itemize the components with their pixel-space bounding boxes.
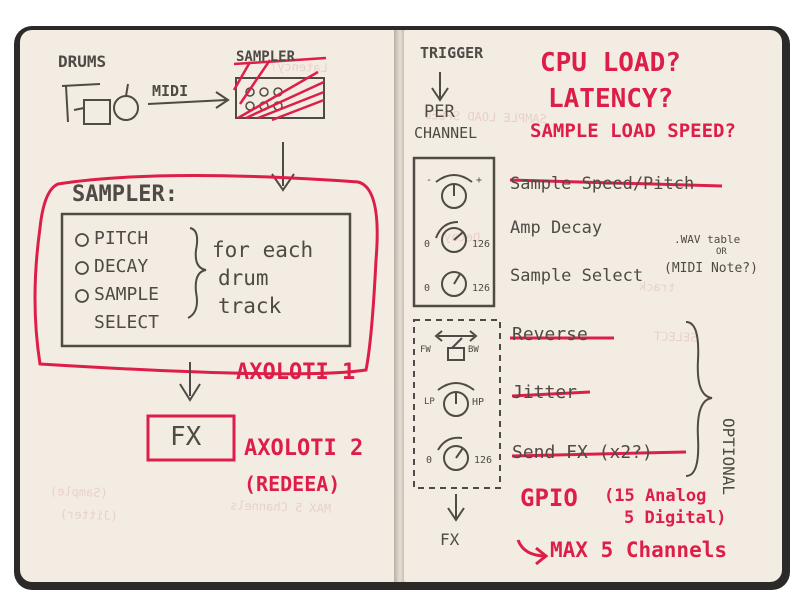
wav-table-label: .WAV table — [674, 233, 741, 246]
knob-1-min: - — [426, 175, 433, 186]
gpio-label: GPIO — [520, 484, 578, 512]
binding-gutter — [394, 30, 406, 582]
midi-note-label: (MIDI Note?) — [664, 261, 758, 276]
channel-label: CHANNEL — [414, 124, 478, 142]
param-sample: SAMPLE — [94, 284, 160, 305]
fx-box-label: FX — [170, 422, 202, 452]
for-each-line-3: track — [218, 294, 282, 318]
knob-3-max: 126 — [472, 283, 491, 294]
drums-label: DRUMS — [58, 52, 107, 71]
knob-2-max: 126 — [472, 239, 491, 250]
knob-1-max: + — [476, 175, 483, 186]
axoloti-2-note: (REDEEA) — [244, 472, 341, 496]
hp-knob-label: HP — [472, 397, 485, 408]
axoloti-2-label: AXOLOTI 2 — [244, 436, 364, 461]
optional-send-fx: Send FX (x2?) — [512, 442, 653, 463]
optional-label: OPTIONAL — [719, 418, 738, 496]
for-each-line-1: for each — [212, 238, 314, 262]
param-decay: DECAY — [94, 256, 149, 277]
optional-reverse: Reverse — [512, 324, 588, 345]
trigger-label: TRIGGER — [420, 44, 484, 62]
knob-1-label: Sample Speed/Pitch — [510, 174, 695, 194]
param-pitch: PITCH — [94, 228, 149, 249]
knob-3-label: Sample Select — [510, 266, 644, 286]
question-cpu-load: CPU LOAD? — [540, 48, 681, 78]
bleed-through-text: (Jitter) — [59, 506, 119, 524]
switch-right-label: BW — [468, 345, 479, 355]
left-page: (Sample) (Jitter) MAX 5 Channels Latency… — [20, 30, 396, 582]
param-select: SELECT — [94, 312, 160, 333]
midi-label: MIDI — [152, 82, 189, 100]
fx-out-label: FX — [440, 530, 460, 549]
sampler-crossed-label: SAMPLER — [236, 49, 296, 65]
knob-3-min: 0 — [424, 283, 431, 294]
gpio-detail-digital: 5 Digital) — [624, 508, 727, 528]
knob-2-label: Amp Decay — [510, 218, 603, 238]
for-each-line-2: drum — [218, 266, 269, 290]
gpio-detail-analog: (15 Analog — [604, 486, 707, 506]
axoloti-1-label: AXOLOTI 1 — [236, 360, 356, 385]
max-channels-label: MAX 5 Channels — [550, 538, 728, 562]
knob-2-min: 0 — [424, 239, 431, 250]
per-label: PER — [424, 102, 455, 122]
or-label: OR — [716, 247, 727, 257]
bleed-through-text: MAX 5 Channels — [229, 498, 332, 516]
send-knob-max: 126 — [474, 455, 493, 466]
switch-left-label: FW — [420, 345, 431, 355]
optional-jitter: Jitter — [512, 382, 578, 403]
bleed-through-text: SELECT — [653, 329, 698, 345]
question-latency: LATENCY? — [548, 84, 674, 114]
bleed-through-text: (Sample) — [49, 483, 109, 501]
sampler-title: SAMPLER: — [72, 182, 178, 207]
question-sample-load-speed: SAMPLE LOAD SPEED? — [530, 120, 736, 142]
send-knob-min: 0 — [426, 455, 433, 466]
hp-knob-min: LP — [424, 397, 435, 407]
bleed-through-text: track — [638, 279, 676, 295]
